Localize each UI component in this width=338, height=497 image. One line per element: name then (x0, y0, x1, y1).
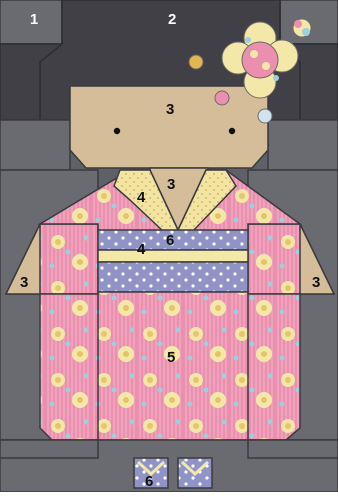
sash-band (98, 250, 248, 262)
face (70, 86, 268, 168)
label-1: 1 (30, 12, 38, 27)
label-4-collar: 4 (137, 190, 145, 205)
label-3-face: 3 (166, 102, 174, 117)
left-eye (114, 128, 120, 134)
label-2: 2 (168, 12, 176, 27)
label-6-feet: 6 (145, 474, 153, 489)
label-6-sash: 6 (166, 233, 174, 248)
label-4-sash: 4 (137, 242, 145, 257)
label-3-left: 3 (20, 275, 28, 290)
label-3-neck: 3 (167, 177, 175, 192)
label-5: 5 (167, 350, 175, 365)
right-eye (229, 128, 235, 134)
sash-bottom (98, 262, 248, 292)
label-3-right: 3 (312, 275, 320, 290)
kimono-lower (40, 292, 300, 440)
